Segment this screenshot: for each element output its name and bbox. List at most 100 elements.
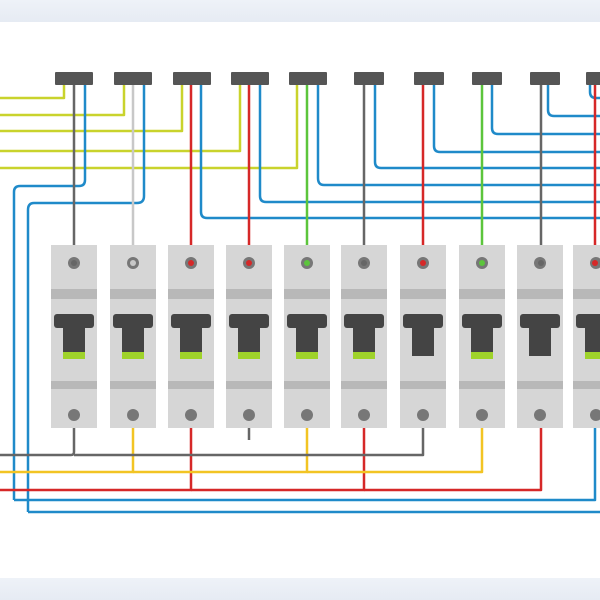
breaker-handle[interactable] [113,314,153,328]
breaker-band [459,289,505,299]
breaker-9[interactable] [517,245,563,428]
breaker-handle[interactable] [576,314,600,328]
screw-icon [185,409,197,421]
wire-red [364,415,543,492]
top-wire-caps [71,260,598,266]
breaker-band [400,289,446,299]
screw-icon [476,409,488,421]
wire-cap [420,260,426,266]
feed-wire-blue [373,85,600,170]
breaker-band [226,289,272,299]
breaker-8[interactable] [459,245,505,428]
breaker-band [573,289,600,299]
breaker-3[interactable] [168,245,214,428]
screw-icon [358,409,370,421]
breaker-band [110,381,156,389]
breaker-band [284,289,330,299]
breaker-switch[interactable] [585,328,600,356]
screw-icon [68,409,80,421]
wire-cap [592,260,598,266]
wire-cap [246,260,252,266]
screw-icon [301,409,313,421]
breaker-switch[interactable] [180,328,202,356]
feed-wire-olive [0,85,184,133]
terminal-block-row [55,72,600,85]
wire-cap [361,260,367,266]
feed-wires [0,85,600,512]
breaker-7[interactable] [400,245,446,428]
breaker-band [517,289,563,299]
breaker-row [51,245,600,428]
terminal-block [289,72,327,85]
breaker-indicator [122,352,144,359]
breaker-switch[interactable] [122,328,144,356]
breaker-indicator [471,352,493,359]
breaker-5[interactable] [284,245,330,428]
feed-wire-blue [316,85,600,187]
terminal-block [231,72,269,85]
screw-icon [127,409,139,421]
top-frame [0,0,600,22]
feed-wire-olive [0,85,126,117]
breaker-switch[interactable] [471,328,493,356]
terminal-block [114,72,152,85]
wire-cap [304,260,310,266]
feed-wire-blue [258,85,600,204]
breaker-handle[interactable] [229,314,269,328]
breaker-band [341,381,387,389]
breaker-band [459,381,505,389]
wire-cap [479,260,485,266]
breaker-switch[interactable] [63,328,85,356]
screw-icon [243,409,255,421]
breaker-1[interactable] [51,245,97,428]
feed-wire-blue [432,85,600,154]
feed-wire-olive [0,85,299,170]
feed-wire-blue [546,85,600,118]
wire-cap [130,260,136,266]
wire-red [191,415,366,492]
wire-gray [0,415,76,457]
breaker-handle[interactable] [403,314,443,328]
breaker-handle[interactable] [520,314,560,328]
feed-wire-blue [12,85,87,500]
wire-cap [188,260,194,266]
breaker-switch[interactable] [296,328,318,356]
breaker-band [110,289,156,299]
breaker-4[interactable] [226,245,272,428]
breaker-switch[interactable] [412,328,434,356]
breaker-handle[interactable] [54,314,94,328]
breaker-handle[interactable] [171,314,211,328]
breaker-band [168,381,214,389]
wire-cap [71,260,77,266]
terminal-block [173,72,211,85]
wire-yellow [133,415,309,474]
breaker-band [517,381,563,389]
feed-wire-blue [26,85,146,512]
breaker-handle[interactable] [462,314,502,328]
breaker-2[interactable] [110,245,156,428]
screw-icon [534,409,546,421]
breaker-handle[interactable] [287,314,327,328]
breaker-switch[interactable] [353,328,375,356]
terminal-block [472,72,502,85]
wire-yellow [307,415,484,474]
breaker-indicator [585,352,600,359]
terminal-block [586,72,600,85]
breaker-indicator [180,352,202,359]
breaker-6[interactable] [341,245,387,428]
breaker-switch[interactable] [529,328,551,356]
breaker-bottom-wires [0,415,600,514]
breaker-handle[interactable] [344,314,384,328]
breaker-band [284,381,330,389]
screw-icon [590,409,600,421]
breaker-band [168,289,214,299]
breaker-band [226,381,272,389]
feed-wire-blue [199,85,600,220]
breaker-10[interactable] [573,245,600,428]
breaker-switch[interactable] [238,328,260,356]
feed-wire-olive [0,85,66,100]
wire-cap [538,260,544,266]
breaker-top-wires [72,85,597,262]
breaker-indicator [296,352,318,359]
